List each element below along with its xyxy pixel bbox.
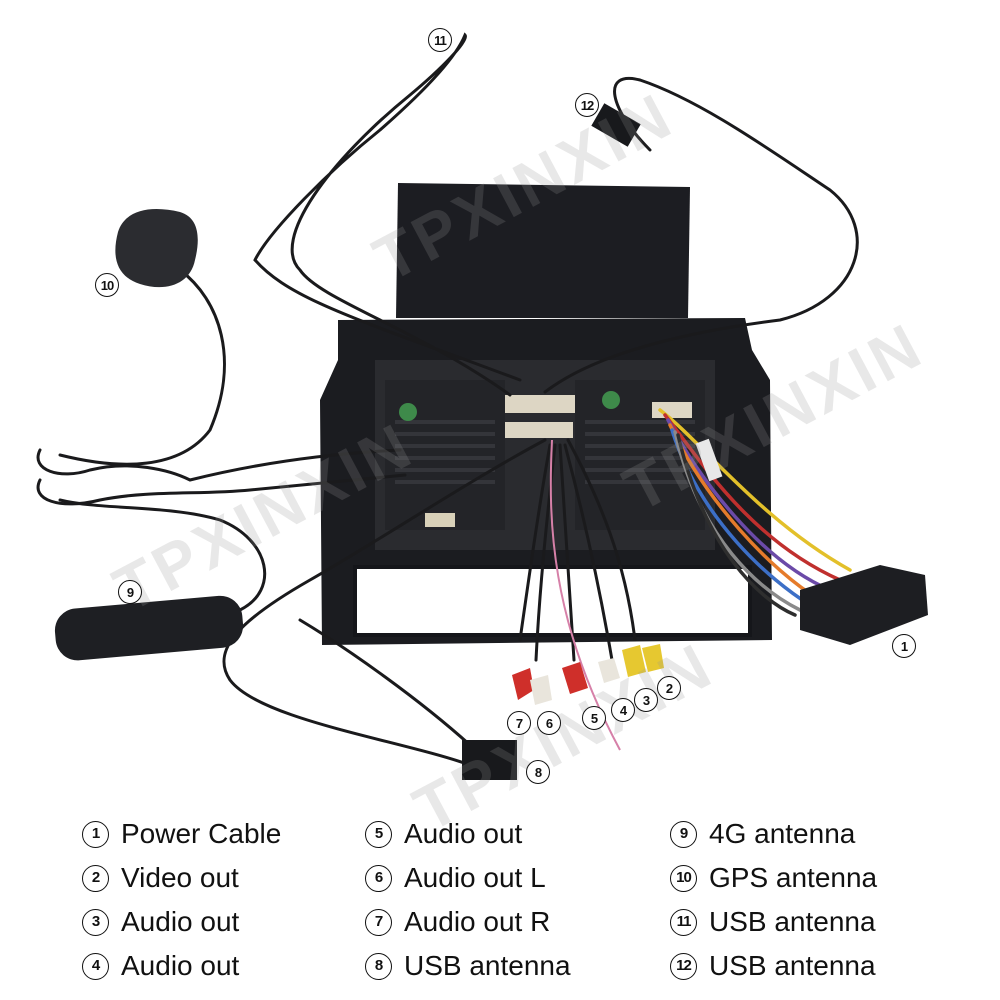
legend-item: 11 USB antenna (670, 900, 877, 944)
legend-label: Video out (121, 862, 239, 893)
rca-plugs (512, 644, 664, 705)
usb-plug-8 (462, 740, 517, 780)
callout-6: 6 (537, 711, 561, 735)
frame-window (355, 567, 750, 635)
callout-1: 1 (892, 634, 916, 658)
power-connector (800, 565, 928, 645)
green-connector-right (602, 391, 620, 409)
usb-plug-12 (591, 103, 641, 147)
legend-item: 12 USB antenna (670, 944, 877, 988)
legend-label: Audio out (121, 906, 240, 937)
gps-antenna (115, 209, 198, 288)
green-connector-left (399, 403, 417, 421)
legend-label: USB antenna (709, 906, 876, 937)
legend-number: 5 (365, 820, 392, 848)
callout-9: 9 (118, 580, 142, 604)
legend-label: GPS antenna (709, 862, 878, 893)
legend-number: 6 (365, 864, 392, 892)
legend-label: USB antenna (709, 950, 876, 981)
label-sticker (425, 513, 455, 527)
legend-number: 4 (82, 952, 109, 980)
legend-label: 4G antenna (709, 818, 856, 849)
legend-item: 1 Power Cable (82, 812, 281, 856)
legend-number: 12 (670, 952, 697, 980)
callout-12: 12 (575, 93, 599, 117)
legend-number: 3 (82, 908, 109, 936)
legend-label: Audio out (121, 950, 240, 981)
product-photo (36, 32, 928, 780)
legend-item: 3 Audio out (82, 900, 281, 944)
legend-label: USB antenna (404, 950, 571, 981)
callout-10: 10 (95, 273, 119, 297)
legend-item: 6 Audio out L (365, 856, 571, 900)
legend-number: 11 (670, 908, 697, 936)
callout-7: 7 (507, 711, 531, 735)
wire-tie (695, 438, 723, 482)
legend-label: Audio out L (404, 862, 546, 893)
legend-item: 9 4G antenna (670, 812, 877, 856)
callout-11: 11 (428, 28, 452, 52)
legend-number: 9 (670, 820, 697, 848)
callout-4: 4 (611, 698, 635, 722)
legend-number: 8 (365, 952, 392, 980)
legend-item: 4 Audio out (82, 944, 281, 988)
callout-5: 5 (582, 706, 606, 730)
legend-item: 2 Video out (82, 856, 281, 900)
legend-label: Audio out R (404, 906, 551, 937)
legend-number: 10 (670, 864, 697, 892)
callout-2: 2 (657, 676, 681, 700)
legend-item: 10 GPS antenna (670, 856, 877, 900)
legend-item: 7 Audio out R (365, 900, 571, 944)
callout-8: 8 (526, 760, 550, 784)
legend-item: 5 Audio out (365, 812, 571, 856)
legend-label: Audio out (404, 818, 523, 849)
legend-column-2: 5 Audio out 6 Audio out L 7 Audio out R 8 US… (365, 812, 571, 988)
legend-item: 8 USB antenna (365, 944, 571, 988)
legend-label: Power Cable (121, 818, 282, 849)
legend-number: 1 (82, 820, 109, 848)
legend-number: 7 (365, 908, 392, 936)
legend-number: 2 (82, 864, 109, 892)
4g-antenna (54, 595, 244, 661)
callout-3: 3 (634, 688, 658, 712)
screen-panel (396, 183, 690, 318)
